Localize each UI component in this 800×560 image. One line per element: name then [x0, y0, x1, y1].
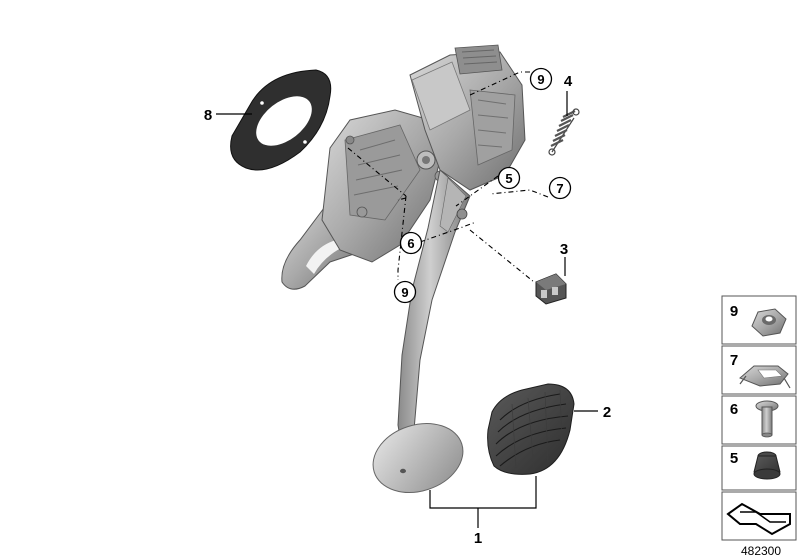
callout-5-label: 5 — [505, 171, 512, 186]
callout-4-label: 4 — [564, 73, 573, 90]
callout-3-label: 3 — [560, 241, 568, 258]
callout-2-label: 2 — [603, 404, 611, 421]
callout-8-label: 8 — [204, 107, 212, 124]
callout-5: 5 — [497, 166, 521, 190]
leader-lines — [216, 91, 598, 528]
callout-7: 7 — [548, 176, 572, 200]
side-panel-item-set — [721, 491, 797, 541]
callout-6: 6 — [399, 231, 423, 255]
side-panel-item-7: 7 — [721, 345, 797, 395]
side-panel-item-6: 6 — [721, 395, 797, 445]
switch-part — [535, 273, 567, 305]
side-panel-number-9: 9 — [730, 303, 738, 320]
callout-9-bottom: 9 — [393, 280, 417, 304]
dashed-reference-lines — [347, 71, 549, 283]
gasket-part — [230, 69, 332, 171]
pedal-pad-part — [487, 383, 575, 475]
spring-part — [548, 108, 580, 156]
callout-9-top-label: 9 — [537, 72, 544, 87]
callout-6-label: 6 — [407, 236, 414, 251]
side-panel-number-6: 6 — [730, 401, 738, 418]
hex-nut-icon — [751, 308, 787, 337]
rubber-buffer-icon — [753, 451, 781, 480]
side-parts-panel: 9 7 6 — [721, 295, 797, 541]
pedal-plate — [372, 423, 464, 493]
side-panel-number-5: 5 — [730, 450, 738, 467]
pedal-bracket-housing — [281, 44, 526, 290]
callout-7-label: 7 — [556, 181, 563, 196]
diagram-reference-id: 482300 — [741, 544, 781, 558]
spring-clip-icon — [739, 365, 791, 389]
side-panel-item-9: 9 — [721, 295, 797, 345]
bolt-pin-icon — [755, 400, 779, 438]
callout-9-top: 9 — [529, 67, 553, 91]
callout-1-label: 1 — [474, 530, 482, 547]
side-panel-number-7: 7 — [730, 352, 738, 369]
callout-9-bottom-label: 9 — [401, 285, 408, 300]
assembly-set-icon — [726, 502, 791, 536]
side-panel-item-5: 5 — [721, 445, 797, 491]
